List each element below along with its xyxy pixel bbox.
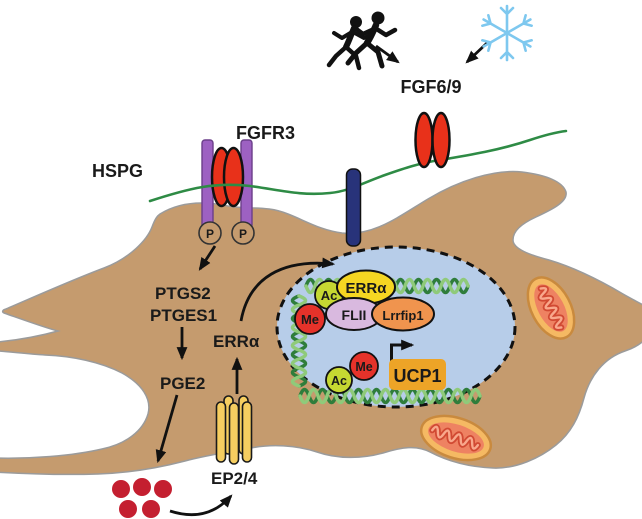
lrrfip1-label: Lrrfip1 [382, 308, 423, 323]
runners-icon [326, 11, 398, 71]
ep24-receptor-bundle [215, 395, 253, 465]
acetyl-mark-badge [325, 366, 353, 394]
methyl-mark-label: Me [301, 312, 319, 327]
flii-label: FLII [342, 307, 367, 323]
erra-cytoplasm-label: ERRα [213, 332, 260, 351]
fgf69-label: FGF6/9 [400, 77, 461, 97]
pge2-label: PGE2 [160, 374, 205, 393]
ptges1-label: PTGES1 [150, 306, 217, 325]
acetyl-mark-label: Ac [331, 374, 347, 388]
ep24-label: EP2/4 [211, 469, 258, 488]
phospho-circle [198, 221, 222, 245]
fgfr3-label: FGFR3 [236, 123, 295, 143]
methyl-mark-badge [294, 303, 326, 335]
ucp1-gene-box [389, 359, 446, 390]
methyl-mark-badge [349, 351, 379, 381]
erra-nuclear-label: ERRα [346, 280, 388, 297]
phospho-circle [231, 221, 255, 245]
mitochondrion-right [526, 276, 576, 340]
snowflake-icon [481, 4, 533, 62]
arrow-dots-to-ep24 [169, 494, 233, 517]
phospho-label: P [206, 227, 214, 241]
ucp1-gene-label: UCP1 [393, 366, 441, 386]
hspg-label: HSPG [92, 161, 143, 181]
lrrfip1-badge [371, 296, 435, 332]
pathway-arrows [155, 41, 488, 517]
fgf-ligand-bound [222, 146, 245, 208]
hspg-chain-line [148, 129, 568, 203]
arrow-pge2-secretion [155, 394, 179, 464]
membrane-anchor-protein [345, 168, 362, 247]
ptgs2-label: PTGS2 [155, 284, 211, 303]
phospho-label: P [239, 227, 247, 241]
fgf-ligand-free [431, 111, 451, 169]
arrow-exercise-to-fgf [375, 44, 400, 64]
acetyl-mark-label: Ac [321, 288, 338, 303]
chromatin-helix-bottom [298, 387, 482, 405]
mitochondrion-bottom [419, 414, 493, 462]
fgf-ligand-free [414, 111, 434, 169]
arrow-receptor-to-ptgs2 [198, 245, 217, 271]
methyl-mark-label: Me [355, 360, 372, 374]
pge2-molecule-dots [112, 478, 172, 518]
arrow-erra-to-nucleus [239, 257, 336, 322]
